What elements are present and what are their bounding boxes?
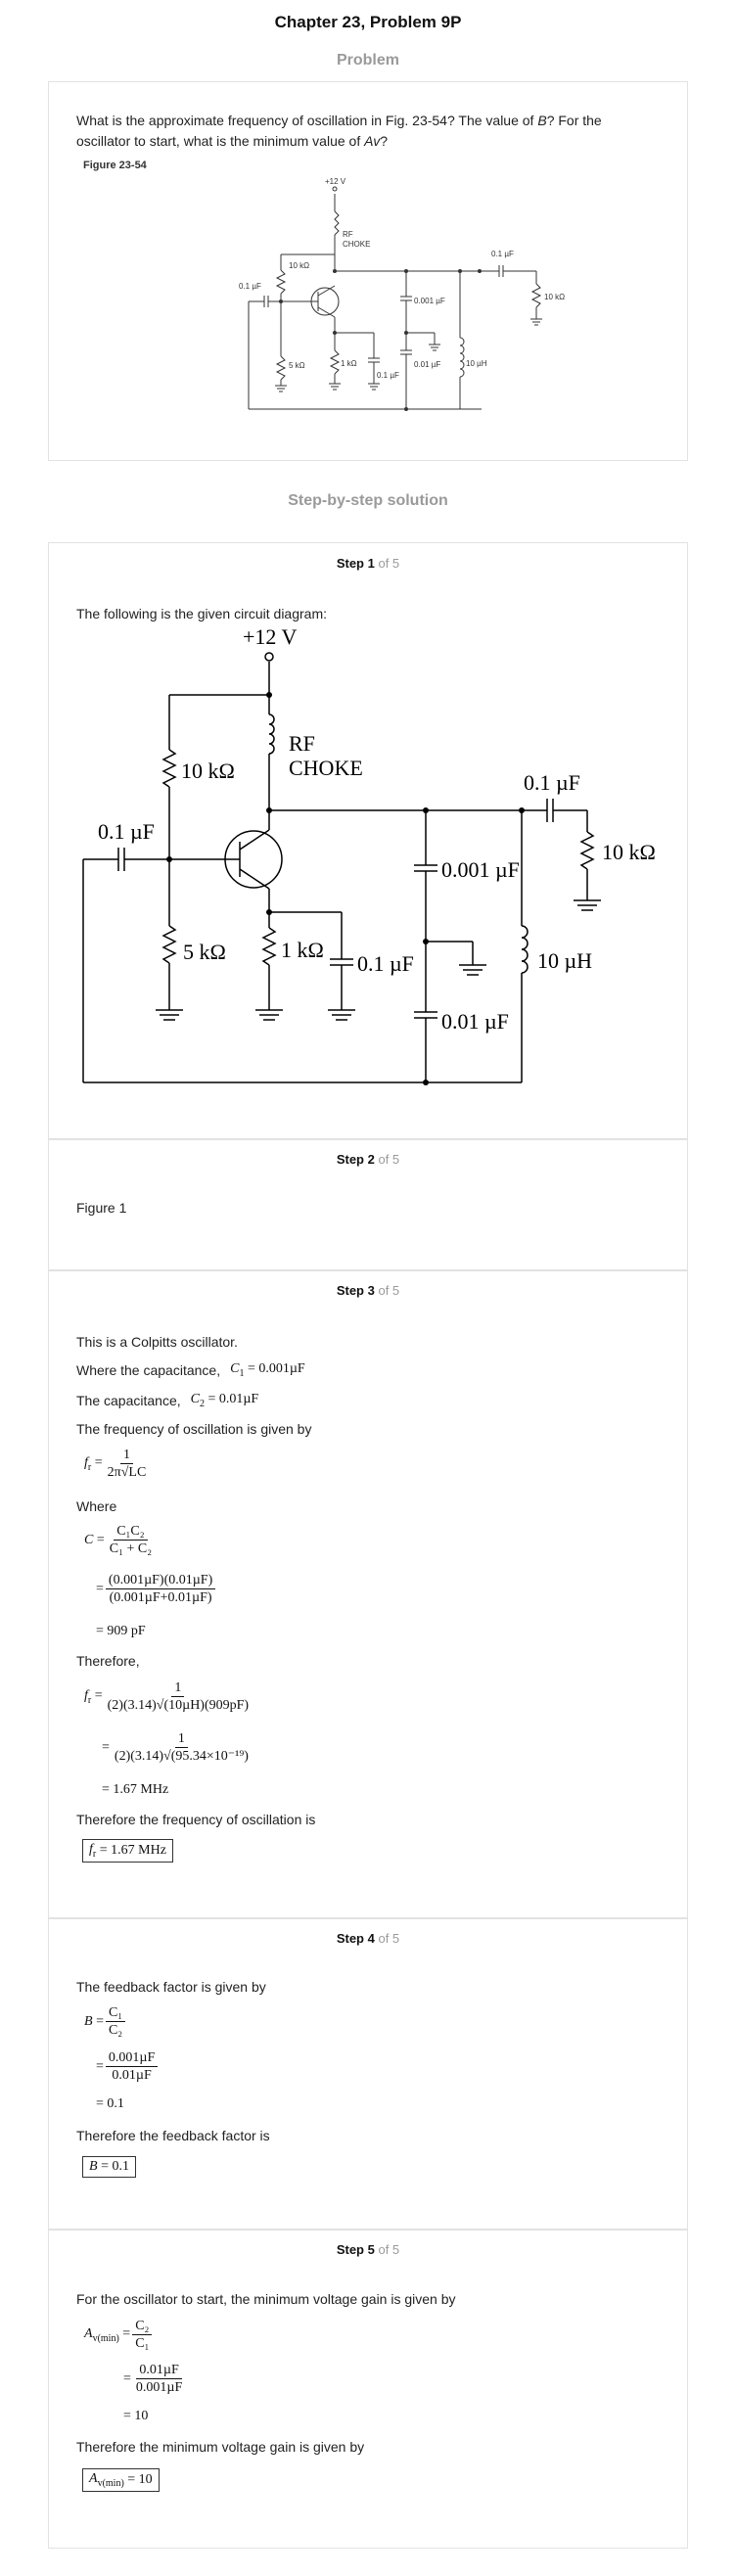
f-substitution-1: fr = 1(2)(3.14)√(10µH)(909pF) <box>84 1680 250 1713</box>
step-4-text-2: Therefore the feedback factor is <box>76 2128 270 2143</box>
step-3-text-5: Where <box>76 1498 117 1514</box>
step-2-title: Step 2 of 5 <box>336 1152 400 1167</box>
problem-text: What is the approximate frequency of osc… <box>76 113 602 149</box>
answer-feedback: B = 0.1 <box>82 2156 136 2178</box>
choke-label-1: RF <box>289 731 315 756</box>
l-label: 10 µH <box>537 948 592 973</box>
cout-label-small: 0.1 µF <box>491 250 514 258</box>
step-3-text-4: The frequency of oscillation is given by <box>76 1421 312 1437</box>
r2-label: 5 kΩ <box>183 940 226 964</box>
step-1-text: The following is the given circuit diagr… <box>76 606 328 621</box>
supply-label-small: +12 V <box>325 177 346 186</box>
c1-label: 0.001 µF <box>441 857 520 882</box>
step-5-text-2: Therefore the minimum voltage gain is gi… <box>76 2439 365 2455</box>
step-3-c2-line: The capacitance, C2 = 0.01µF <box>76 1392 259 1409</box>
answer-frequency: fr = 1.67 MHz <box>82 1839 173 1863</box>
ce-label-small: 0.1 µF <box>377 371 399 380</box>
step-1-title: Step 1 of 5 <box>336 556 400 571</box>
step-4-card <box>48 1918 688 2230</box>
f-result: = 1.67 MHz <box>102 1782 169 1797</box>
cout-label: 0.1 µF <box>524 770 580 795</box>
answer-voltage-gain: Av(min) = 10 <box>82 2468 160 2492</box>
step-2-card <box>48 1139 688 1270</box>
solution-heading: Step-by-step solution <box>288 492 448 509</box>
step-5-card <box>48 2230 688 2549</box>
av-result: = 10 <box>123 2409 149 2423</box>
step-5-title: Step 5 of 5 <box>336 2242 400 2257</box>
step-3-text-1: This is a Colpitts oscillator. <box>76 1334 238 1350</box>
choke-label-small-1: RF <box>343 230 353 239</box>
step-4-title: Step 4 of 5 <box>336 1931 400 1946</box>
circuit-figure-small: +12 V RF CHOKE 10 kΩ 0.1 µF 5 kΩ 1 kΩ 0.… <box>239 177 565 411</box>
re-label: 1 kΩ <box>281 938 324 962</box>
c2-label: 0.01 µF <box>441 1009 509 1034</box>
step-1-card <box>48 542 688 1139</box>
circuit-diagram-large: +12 V RF CHOKE 10 kΩ 0.1 µF 5 kΩ 1 kΩ 0.… <box>82 626 656 1085</box>
r1-label: 10 kΩ <box>181 759 235 783</box>
step-2-text: Figure 1 <box>76 1200 127 1216</box>
step-4-text-1: The feedback factor is given by <box>76 1979 266 1995</box>
choke-label-small-2: CHOKE <box>343 240 370 249</box>
r1-label-small: 10 kΩ <box>289 261 309 270</box>
step-3-title: Step 3 of 5 <box>336 1283 400 1298</box>
step-5-text-1: For the oscillator to start, the minimum… <box>76 2291 456 2307</box>
r2-label-small: 5 kΩ <box>289 361 305 370</box>
f-substitution-2: = 1(2)(3.14)√(95.34×10⁻¹⁹) <box>102 1731 249 1764</box>
c2-label-small: 0.01 µF <box>414 360 440 369</box>
step-3-card <box>48 1270 688 1918</box>
figure-label: Figure 23-54 <box>83 160 147 171</box>
c1-label-small: 0.001 µF <box>414 297 445 305</box>
cin-label: 0.1 µF <box>98 819 155 844</box>
c-substitution: = (0.001µF)(0.01µF)(0.001µF+0.01µF) <box>96 1572 217 1606</box>
l-label-small: 10 µH <box>466 359 487 368</box>
re-label-small: 1 kΩ <box>341 359 357 368</box>
step-3-text-7: Therefore the frequency of oscillation i… <box>76 1812 316 1827</box>
rl-label: 10 kΩ <box>602 840 656 864</box>
page-title: Chapter 23, Problem 9P <box>274 13 462 31</box>
choke-label-2: CHOKE <box>289 756 363 780</box>
supply-label: +12 V <box>243 626 298 649</box>
cin-label-small: 0.1 µF <box>239 282 261 291</box>
c-result: = 909 pF <box>96 1624 146 1638</box>
problem-heading: Problem <box>336 52 399 69</box>
b-result: = 0.1 <box>96 2096 124 2111</box>
rl-label-small: 10 kΩ <box>544 293 565 301</box>
step-3-c1-line: Where the capacitance, C1 = 0.001µF <box>76 1361 305 1379</box>
step-3-text-6: Therefore, <box>76 1653 140 1669</box>
ce-label: 0.1 µF <box>357 951 414 976</box>
